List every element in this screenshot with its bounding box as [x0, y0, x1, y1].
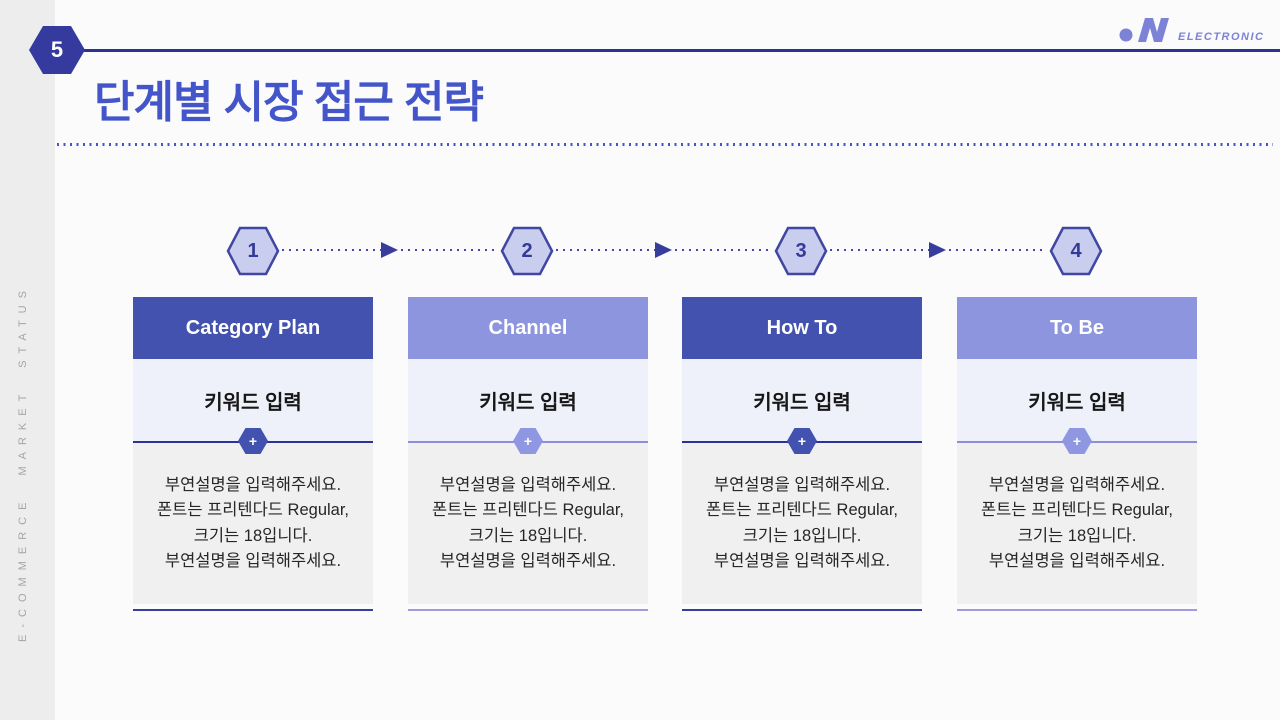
keyword-section: 키워드 입력 — [408, 359, 648, 441]
step-card-to-be: To Be 키워드 입력 + 부연설명을 입력해주세요. 폰트는 프리텐다드 R… — [957, 297, 1197, 611]
body-line: 부연설명을 입력해주세요. — [713, 552, 891, 570]
card-body: 부연설명을 입력해주세요. 폰트는 프리텐다드 Regular, 크기는 18입… — [682, 443, 922, 604]
step-card-category-plan: Category Plan 키워드 입력 + 부연설명을 입력해주세요. 폰트는… — [133, 297, 373, 611]
card-body: 부연설명을 입력해주세요. 폰트는 프리텐다드 Regular, 크기는 18입… — [957, 443, 1197, 604]
plus-sign: + — [248, 433, 258, 449]
body-line: 부연설명을 입력해주세요. — [439, 552, 617, 570]
hexagon-outline-icon — [774, 226, 828, 276]
body-line: 부연설명을 입력해주세요. — [439, 475, 617, 494]
brand-logo: ELECTRONIC — [1118, 14, 1265, 46]
hexagon-outline-icon — [226, 226, 280, 276]
card-bottom-rule — [957, 609, 1197, 611]
step-hexagon-3: 3 — [774, 226, 828, 276]
keyword-section: 키워드 입력 — [957, 359, 1197, 441]
keyword-text: 키워드 입력 — [479, 391, 577, 414]
card-header: How To — [682, 297, 922, 359]
body-line: 폰트는 프리텐다드 Regular, — [980, 501, 1174, 519]
step-number: 2 — [521, 239, 533, 262]
body-line: 폰트는 프리텐다드 Regular, — [156, 501, 350, 519]
body-line: 부연설명을 입력해주세요. — [988, 475, 1166, 494]
body-line: 크기는 18입니다. — [742, 526, 862, 545]
card-title: Category Plan — [185, 316, 321, 339]
plus-sign: + — [1072, 433, 1082, 449]
card-header: Category Plan — [133, 297, 373, 359]
card-header: Channel — [408, 297, 648, 359]
card-bottom-rule — [682, 609, 922, 611]
body-line: 부연설명을 입력해주세요. — [988, 552, 1166, 570]
step-hexagon-2: 2 — [500, 226, 554, 276]
body-line: 폰트는 프리텐다드 Regular, — [431, 501, 625, 519]
card-header: To Be — [957, 297, 1197, 359]
body-line: 크기는 18입니다. — [1017, 526, 1137, 545]
keyword-text: 키워드 입력 — [1028, 391, 1126, 414]
arrow-right-icon — [381, 242, 398, 258]
plus-hexagon-icon: + — [1062, 428, 1092, 454]
hexagon-outline-icon — [500, 226, 554, 276]
card-title: How To — [766, 316, 838, 339]
page-title: 단계별 시장 접근 전략 — [94, 78, 484, 127]
arrow-right-icon — [929, 242, 946, 258]
card-title: To Be — [1049, 316, 1105, 339]
body-line: 부연설명을 입력해주세요. — [164, 475, 342, 494]
body-line: 크기는 18입니다. — [193, 526, 313, 545]
step-number: 3 — [795, 239, 807, 262]
plus-sign: + — [523, 433, 533, 449]
sidebar-vertical-label: E-COMMERCE MARKET STATUS — [17, 284, 29, 642]
body-line: 부연설명을 입력해주세요. — [713, 475, 891, 494]
card-body: 부연설명을 입력해주세요. 폰트는 프리텐다드 Regular, 크기는 18입… — [408, 443, 648, 604]
keyword-text: 키워드 입력 — [753, 391, 851, 414]
plus-hexagon-icon: + — [787, 428, 817, 454]
card-title: Channel — [488, 316, 568, 339]
title-dotted-divider — [57, 143, 1273, 146]
body-line: 부연설명을 입력해주세요. — [164, 552, 342, 570]
logo-mark-icon — [1119, 18, 1169, 42]
step-number: 1 — [247, 239, 259, 262]
page-number: 5 — [50, 37, 64, 62]
step-hexagon-1: 1 — [226, 226, 280, 276]
keyword-section: 키워드 입력 — [682, 359, 922, 441]
plus-hexagon-icon: + — [513, 428, 543, 454]
step-card-how-to: How To 키워드 입력 + 부연설명을 입력해주세요. 폰트는 프리텐다드 … — [682, 297, 922, 611]
step-hexagon-4: 4 — [1049, 226, 1103, 276]
card-body: 부연설명을 입력해주세요. 폰트는 프리텐다드 Regular, 크기는 18입… — [133, 443, 373, 604]
step-number: 4 — [1070, 239, 1082, 262]
plus-hexagon-icon: + — [238, 428, 268, 454]
card-bottom-rule — [408, 609, 648, 611]
card-bottom-rule — [133, 609, 373, 611]
sidebar: E-COMMERCE MARKET STATUS — [0, 0, 55, 720]
plus-sign: + — [797, 433, 807, 449]
header-rule — [84, 49, 1280, 52]
keyword-section: 키워드 입력 — [133, 359, 373, 441]
logo-text: ELECTRONIC — [1178, 31, 1265, 43]
body-line: 폰트는 프리텐다드 Regular, — [705, 501, 899, 519]
hexagon-outline-icon — [1049, 226, 1103, 276]
body-line: 크기는 18입니다. — [468, 526, 588, 545]
step-card-channel: Channel 키워드 입력 + 부연설명을 입력해주세요. 폰트는 프리텐다드… — [408, 297, 648, 611]
arrow-right-icon — [655, 242, 672, 258]
keyword-text: 키워드 입력 — [204, 391, 302, 414]
